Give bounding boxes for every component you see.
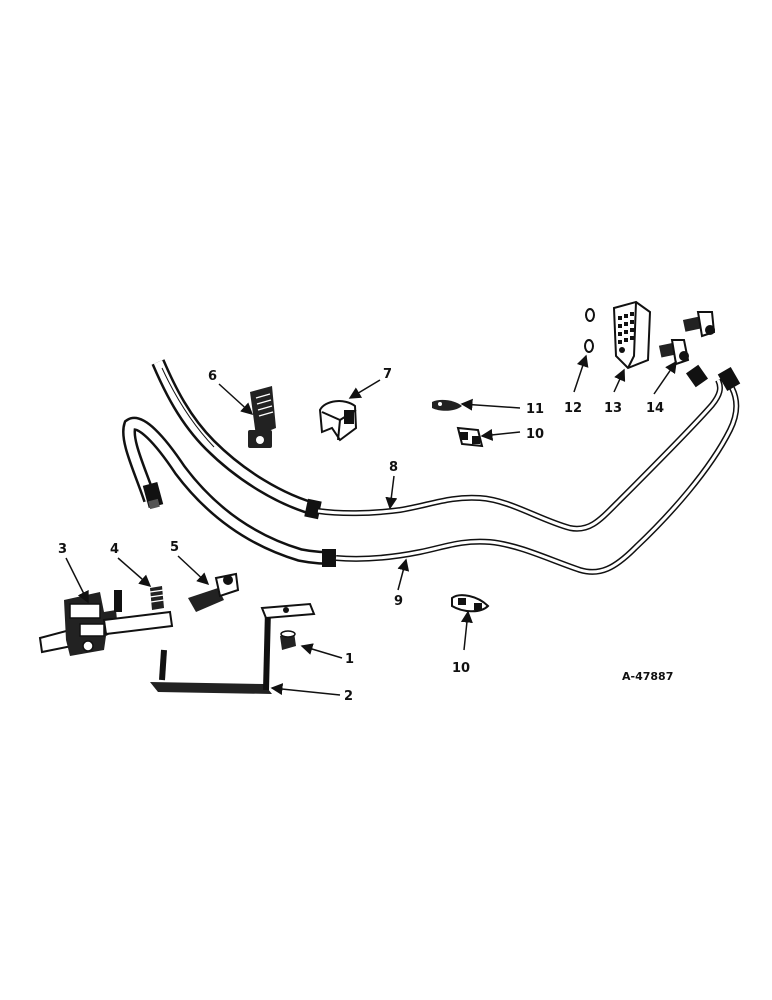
part-1-bushing xyxy=(280,630,296,650)
callout-6: 6 xyxy=(208,369,217,384)
part-10-clip-lower xyxy=(451,594,490,613)
callout-4: 4 xyxy=(110,542,119,557)
leader-lines xyxy=(65,354,677,696)
part-12-o-rings xyxy=(584,308,595,353)
part-14-elbow-lower xyxy=(658,339,690,366)
hydraulic-line-8 xyxy=(151,359,723,532)
callout-5: 5 xyxy=(170,540,179,555)
drawing-number: A-47887 xyxy=(622,670,673,683)
callout-2: 2 xyxy=(344,689,353,704)
part-14-elbow-upper xyxy=(682,311,716,338)
part-11-clip xyxy=(432,399,462,411)
part-6-clamp xyxy=(248,386,276,448)
part-13-block xyxy=(612,300,652,370)
callout-10-lower: 10 xyxy=(452,661,470,676)
callout-labels: 1 2 3 4 5 6 7 8 9 10 10 11 12 13 14 xyxy=(58,367,664,704)
callout-11: 11 xyxy=(526,402,544,417)
callout-3: 3 xyxy=(58,542,67,557)
hydraulic-line-9 xyxy=(122,367,741,575)
part-4-spring xyxy=(149,586,165,610)
part-7-bracket xyxy=(318,400,358,442)
part-5-elbow xyxy=(188,572,240,612)
callout-7: 7 xyxy=(383,367,392,382)
callout-13: 13 xyxy=(604,401,622,416)
callout-1: 1 xyxy=(345,652,354,667)
callout-9: 9 xyxy=(394,594,403,609)
callout-12: 12 xyxy=(564,401,582,416)
callout-8: 8 xyxy=(389,460,398,475)
part-2-lever xyxy=(150,602,316,694)
part-10-clip-upper xyxy=(456,426,484,448)
callout-10-upper: 10 xyxy=(526,427,544,442)
callout-14: 14 xyxy=(646,401,664,416)
part-3-valve xyxy=(38,590,174,656)
